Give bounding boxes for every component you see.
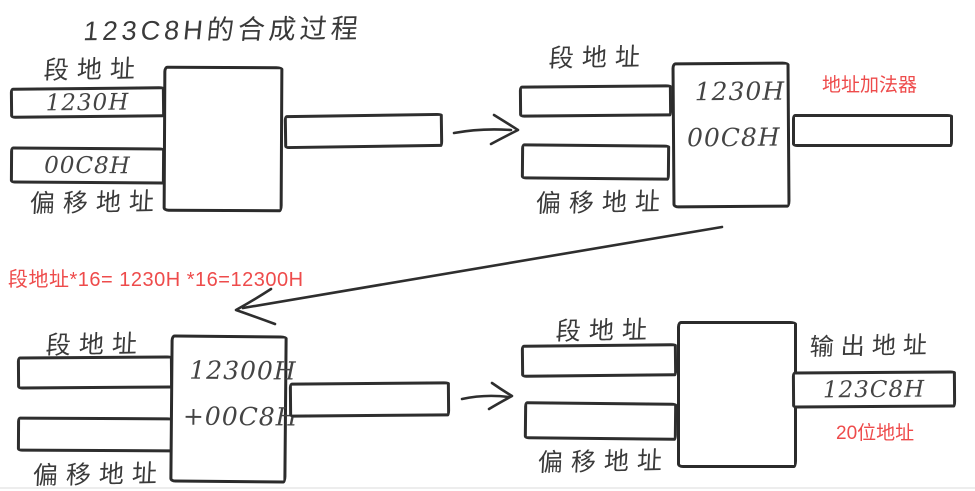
output-bus: 123C8H: [791, 370, 957, 409]
offset-address-label: 偏移地址: [29, 187, 163, 219]
adder-operand-1: 12300H: [189, 355, 297, 386]
offset-bus: [520, 143, 671, 181]
offset-bus-value: 00C8H: [44, 152, 131, 179]
adder-operand-2: 00C8H: [686, 122, 781, 153]
address-adder-box: [162, 65, 284, 213]
arrow-right-icon: [452, 113, 520, 146]
offset-address-label: 偏移地址: [32, 459, 166, 491]
offset-address-label: 偏移地址: [537, 446, 671, 478]
output-bus: [792, 114, 953, 147]
adder-operand-1: 1230H: [694, 76, 786, 107]
address-adder-box: [677, 321, 797, 468]
arrow-right-icon: [460, 381, 514, 411]
address-adder-box: 1230H 00C8H: [671, 61, 791, 209]
address-adder-box: 12300H +00C8H: [169, 334, 299, 484]
adder-operand-2: +00C8H: [182, 401, 299, 432]
offset-bus: [16, 416, 174, 453]
output-bus-value: 123C8H: [822, 376, 926, 403]
offset-bus: [523, 401, 678, 441]
segment-address-label: 段地址: [43, 55, 144, 85]
offset-address-label: 偏移地址: [535, 187, 669, 219]
segment-bus-value: 1230H: [45, 89, 130, 116]
output-bus: [288, 381, 451, 418]
output-bus: [283, 112, 444, 150]
segment-bus: [520, 343, 678, 378]
segment-bus: 1230H: [9, 86, 166, 119]
segment-bus: [518, 84, 673, 118]
20-bit-address-annotation: 20位地址: [836, 423, 915, 444]
output-address-label: 输出地址: [809, 331, 935, 362]
segment-address-label: 段地址: [548, 43, 649, 73]
segment-address-label: 段地址: [555, 316, 656, 346]
offset-bus: 00C8H: [9, 146, 166, 185]
segment-times-16-formula: 段地址*16= 1230H *16=12300H: [8, 269, 304, 291]
frame-bottom-edge: [0, 487, 975, 489]
page-title: 123C8H的合成过程: [82, 13, 364, 47]
segment-bus: [16, 355, 174, 390]
address-adder-annotation: 地址加法器: [822, 75, 918, 96]
